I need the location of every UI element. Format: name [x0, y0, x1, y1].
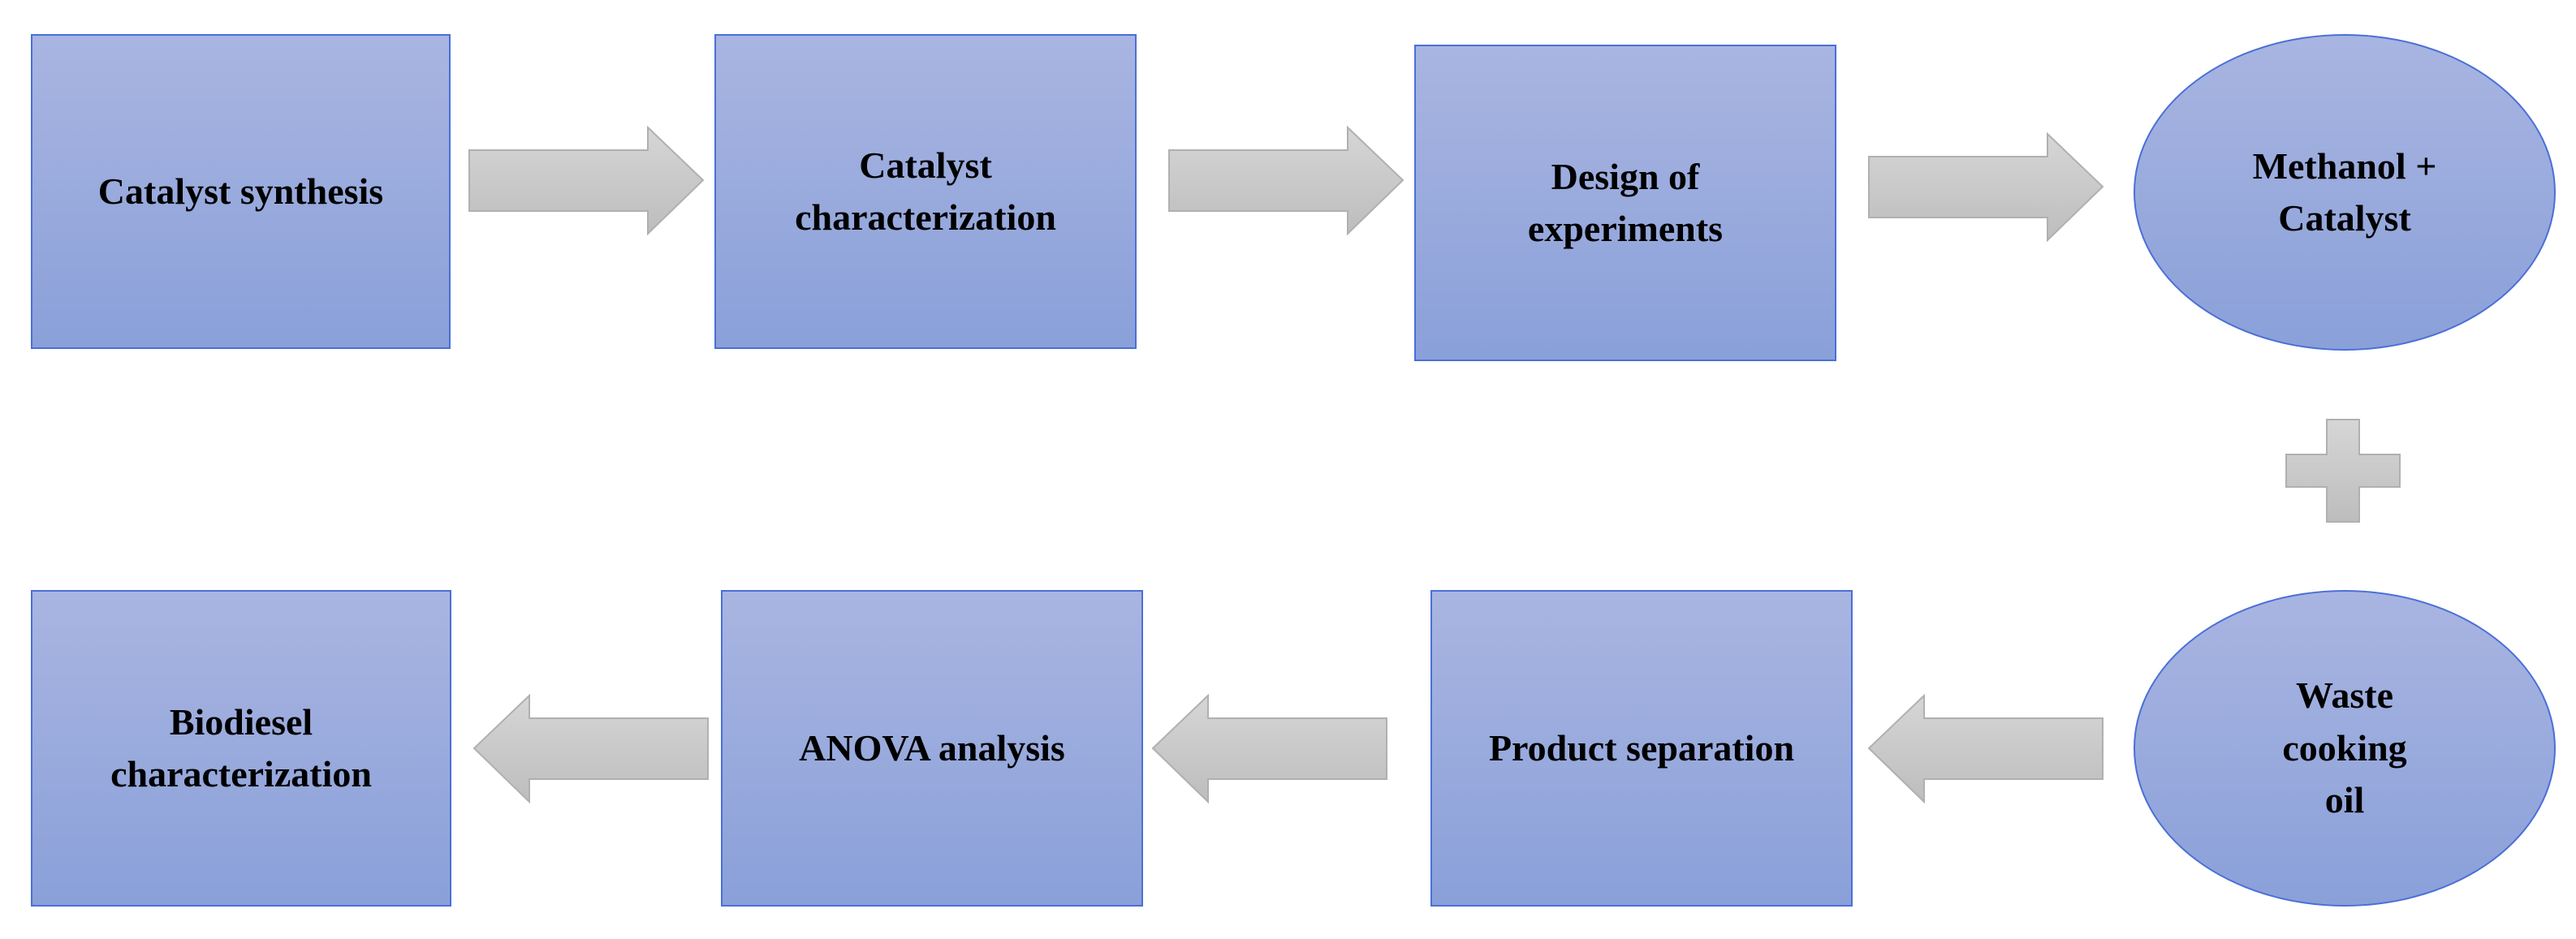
node-catalyst-synthesis: Catalyst synthesis	[31, 34, 451, 349]
node-anova-analysis: ANOVA analysis	[721, 590, 1143, 907]
node-methanol-catalyst: Methanol +Catalyst	[2134, 34, 2556, 351]
node-methanol-catalyst-label: Methanol +Catalyst	[2252, 144, 2437, 239]
arrow-right-icon	[468, 126, 705, 235]
plus-icon	[2285, 419, 2401, 523]
node-product-separation-label: Product separation	[1488, 726, 1795, 769]
arrow-left-icon	[1867, 694, 2104, 803]
node-anova-analysis-label: ANOVA analysis	[799, 726, 1065, 769]
node-catalyst-synthesis-label: Catalyst synthesis	[97, 170, 384, 212]
arrow-left-icon	[472, 694, 709, 803]
node-product-separation: Product separation	[1430, 590, 1853, 907]
arrow-right-icon	[1168, 126, 1405, 235]
arrow-right-icon	[1868, 132, 2104, 242]
arrow-left-icon	[1151, 694, 1387, 803]
